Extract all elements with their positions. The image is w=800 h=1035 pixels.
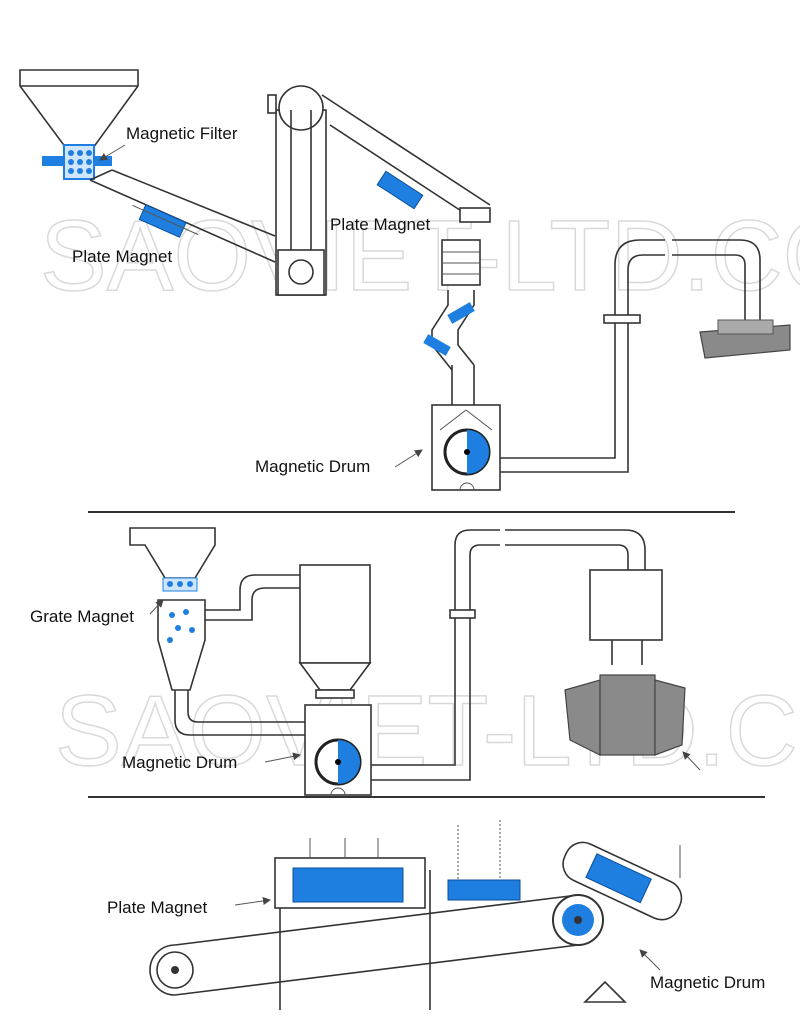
label-magnetic-drum-3: Magnetic Drum <box>650 973 765 992</box>
feed-hopper <box>19 69 139 149</box>
label-magnetic-filter: Magnetic Filter <box>126 124 238 143</box>
separator-device <box>699 319 791 359</box>
label-plate-magnet-3: Plate Magnet <box>107 898 207 917</box>
suspended-magnet <box>447 820 521 901</box>
grate-separator-device <box>564 674 686 756</box>
magnetic-filter-icon <box>42 144 112 180</box>
bucket-elevator <box>267 85 327 296</box>
section-1-feed-line: Magnetic Filter Plate Magnet Plate Magne… <box>19 69 791 491</box>
silo <box>298 564 372 699</box>
inclined-separator <box>562 841 683 921</box>
cyclone-box <box>589 569 663 641</box>
plate-magnet-icon <box>292 867 404 903</box>
feed-hopper <box>129 527 216 579</box>
label-magnetic-drum-1: Magnetic Drum <box>255 457 370 476</box>
plate-magnet-icon <box>376 170 424 210</box>
magnetic-drum-unit <box>304 704 372 796</box>
label-grate-magnet: Grate Magnet <box>30 607 134 626</box>
label-plate-magnet-left: Plate Magnet <box>72 247 172 266</box>
label-plate-magnet-right: Plate Magnet <box>330 215 430 234</box>
plate-magnet-icon <box>132 204 199 238</box>
plate-magnet-frame <box>274 838 426 909</box>
section-2-feed-line: Grate Magnet Magnetic Drum <box>30 527 701 796</box>
pipe-magnet-icon <box>423 334 451 356</box>
magnetic-drum-unit <box>431 404 501 491</box>
magnetic-drum-pulley <box>552 894 604 946</box>
pipe-magnet-icon <box>447 302 475 324</box>
conveyor-belt <box>174 894 579 996</box>
section-3-conveyor: Plate Magnet Magnetic Drum <box>107 820 765 1010</box>
label-magnetic-drum-2: Magnetic Drum <box>122 753 237 772</box>
